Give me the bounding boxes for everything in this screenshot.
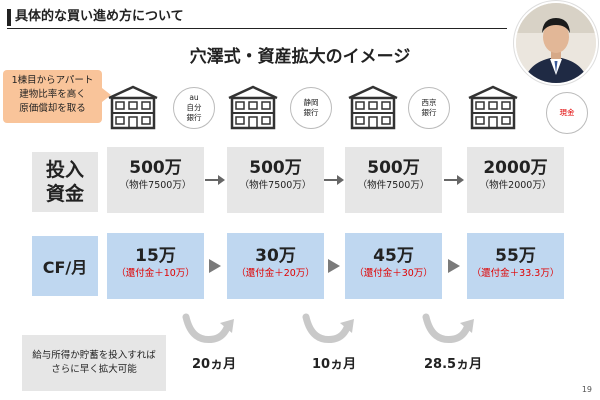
lender-line: 西京 bbox=[421, 98, 437, 107]
callout-line: 建物比率を高く bbox=[19, 89, 86, 100]
period-label: 10ヵ月 bbox=[312, 357, 357, 372]
investment-property: （物件7500万） bbox=[119, 180, 192, 191]
callout-line: 1棟目からアパート bbox=[11, 75, 94, 86]
header-accent-bar bbox=[7, 9, 11, 26]
arrow-right-icon bbox=[444, 175, 464, 185]
apartment-icon bbox=[105, 84, 161, 130]
apartment-icon bbox=[465, 84, 521, 130]
curved-arrow-icon bbox=[182, 313, 234, 344]
cashflow-cell: 55万 （還付金＋33.3万） bbox=[467, 233, 564, 299]
investment-property: （物件7500万） bbox=[239, 180, 312, 191]
apartment-icon bbox=[345, 84, 401, 130]
investment-amount: 500万 bbox=[129, 158, 182, 178]
lender-line: 静岡 bbox=[303, 98, 319, 107]
slide-title: 穴澤式・資産拡大のイメージ bbox=[189, 47, 411, 67]
cashflow-refund-note: （還付金＋30万） bbox=[354, 268, 433, 279]
lender-badge-cash: 現金 bbox=[546, 92, 588, 134]
triangle-right-icon bbox=[328, 259, 340, 273]
row-label-investment: 投入 資金 bbox=[32, 152, 98, 212]
curved-arrow-icon bbox=[302, 313, 354, 344]
lender-badge: au 自分 銀行 bbox=[173, 87, 215, 129]
callout-note: 1棟目からアパート 建物比率を高く 原価償却を取る bbox=[3, 70, 102, 123]
triangle-right-icon bbox=[209, 259, 221, 273]
cashflow-cell: 45万 （還付金＋30万） bbox=[345, 233, 442, 299]
callout-pointer bbox=[102, 88, 111, 102]
cashflow-amount: 15万 bbox=[135, 246, 176, 266]
triangle-right-icon bbox=[448, 259, 460, 273]
lender-badge: 西京 銀行 bbox=[408, 87, 450, 129]
arrow-right-icon bbox=[205, 175, 225, 185]
cashflow-amount: 30万 bbox=[255, 246, 296, 266]
period-label: 20ヵ月 bbox=[192, 357, 237, 372]
cashflow-refund-note: （還付金＋10万） bbox=[116, 268, 195, 279]
cashflow-cell: 30万 （還付金＋20万） bbox=[227, 233, 324, 299]
lender-line: 自分 bbox=[186, 103, 202, 112]
cashflow-refund-note: （還付金＋20万） bbox=[236, 268, 315, 279]
lender-line: 銀行 bbox=[186, 113, 202, 122]
investment-amount: 500万 bbox=[367, 158, 420, 178]
cashflow-refund-note: （還付金＋33.3万） bbox=[471, 268, 560, 279]
lender-line: 銀行 bbox=[421, 108, 437, 117]
acceleration-note: 給与所得か貯蓄を投入すれば さらに早く拡大可能 bbox=[22, 335, 166, 391]
investment-amount: 500万 bbox=[249, 158, 302, 178]
curved-arrow-icon bbox=[422, 313, 474, 344]
callout-line: 原価償却を取る bbox=[19, 103, 86, 114]
cashflow-amount: 55万 bbox=[495, 246, 536, 266]
lender-line: 銀行 bbox=[303, 108, 319, 117]
row-label-cashflow: CF/月 bbox=[32, 236, 98, 296]
presenter-avatar bbox=[516, 3, 596, 83]
presenter-photo-icon bbox=[516, 3, 596, 83]
arrow-right-icon bbox=[324, 175, 344, 185]
investment-cell: 500万 （物件7500万） bbox=[345, 147, 442, 213]
investment-cell: 2000万 （物件2000万） bbox=[467, 147, 564, 213]
row-label-line: 資金 bbox=[45, 183, 84, 205]
period-label: 28.5ヵ月 bbox=[424, 357, 483, 372]
page-number: 19 bbox=[581, 385, 592, 394]
investment-property: （物件7500万） bbox=[357, 180, 430, 191]
apartment-icon bbox=[225, 84, 281, 130]
note-line: 給与所得か貯蓄を投入すれば bbox=[32, 350, 156, 361]
header-title: 具体的な買い進め方について bbox=[15, 9, 184, 24]
lender-line: au bbox=[189, 93, 199, 102]
row-label-line: 投入 bbox=[45, 159, 84, 181]
cashflow-amount: 45万 bbox=[373, 246, 414, 266]
investment-cell: 500万 （物件7500万） bbox=[107, 147, 204, 213]
investment-amount: 2000万 bbox=[483, 158, 548, 178]
lender-badge: 静岡 銀行 bbox=[290, 87, 332, 129]
lender-line: 現金 bbox=[559, 108, 575, 117]
cashflow-cell: 15万 （還付金＋10万） bbox=[107, 233, 204, 299]
note-line: さらに早く拡大可能 bbox=[51, 364, 137, 375]
investment-property: （物件2000万） bbox=[479, 180, 552, 191]
investment-cell: 500万 （物件7500万） bbox=[227, 147, 324, 213]
header-divider bbox=[7, 28, 507, 29]
